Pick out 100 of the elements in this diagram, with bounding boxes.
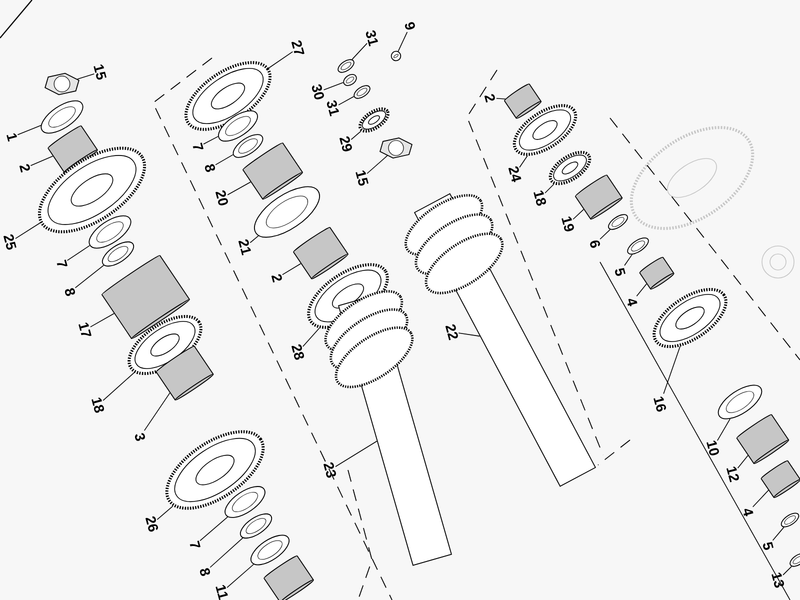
callout-number: 7 xyxy=(56,260,68,266)
bearing xyxy=(242,142,303,200)
bearing xyxy=(293,226,348,280)
callout-number: 2 xyxy=(484,94,495,102)
washer-ring xyxy=(40,100,84,134)
callout-number: 4 xyxy=(628,298,638,306)
callout-number: 2 xyxy=(19,164,30,172)
callout-number: 24 xyxy=(508,166,522,182)
leader-line xyxy=(350,130,362,140)
gear xyxy=(38,146,146,234)
callout-number: 5 xyxy=(763,542,774,550)
gear xyxy=(358,107,390,133)
washer-ring xyxy=(627,238,649,254)
leader-line xyxy=(226,564,254,588)
leader-line xyxy=(338,96,354,106)
callout-number: 3 xyxy=(135,433,145,441)
leader-line xyxy=(102,372,135,401)
callout-number: 11 xyxy=(216,584,228,600)
leader-line xyxy=(144,392,170,431)
leader-line xyxy=(30,156,54,166)
callout-number: 27 xyxy=(291,40,304,54)
callout-number: 2 xyxy=(271,274,282,282)
bearing xyxy=(639,256,674,290)
leader-line xyxy=(366,155,388,174)
leader-line xyxy=(458,332,480,337)
callout-number: 30 xyxy=(312,84,324,100)
callout-number: 18 xyxy=(534,190,546,206)
callout-number: 29 xyxy=(339,136,352,152)
leader-line xyxy=(600,229,611,240)
leader-line xyxy=(76,73,95,80)
washer-ring xyxy=(88,215,132,249)
leader-line xyxy=(323,82,344,90)
leader-line xyxy=(636,283,647,297)
leader-line xyxy=(302,328,320,347)
callout-number: 8 xyxy=(65,288,75,296)
leader-line xyxy=(210,538,244,568)
callout-number: 25 xyxy=(3,234,16,250)
washer-ring xyxy=(250,534,290,566)
nut xyxy=(44,72,80,96)
washer-ring xyxy=(343,74,357,86)
leader-line xyxy=(15,222,41,239)
callout-number: 18 xyxy=(92,398,104,413)
callout-number: 12 xyxy=(726,466,739,482)
callout-number: 31 xyxy=(366,30,378,46)
washer-ring xyxy=(354,85,370,99)
leader-line xyxy=(335,440,378,468)
callout-number: 19 xyxy=(562,216,574,232)
gear xyxy=(548,150,592,186)
leader-line xyxy=(716,418,731,441)
washer-ring xyxy=(218,110,258,142)
bearing xyxy=(760,460,800,498)
callout-number: 4 xyxy=(744,508,754,516)
leader-line xyxy=(90,313,114,328)
callout-number: 1 xyxy=(6,133,17,142)
callout-number: 22 xyxy=(445,324,458,340)
washer-ring xyxy=(102,241,134,267)
washer-ring xyxy=(718,384,762,420)
washer-ring xyxy=(608,214,628,230)
callout-number: 20 xyxy=(215,190,228,206)
leader-line xyxy=(156,506,174,520)
callout-number: 9 xyxy=(405,22,415,30)
leader-line xyxy=(624,254,633,266)
leader-line xyxy=(17,125,42,136)
leader-line xyxy=(782,566,792,576)
callout-number: 8 xyxy=(205,164,215,172)
leader-line xyxy=(352,42,368,60)
callout-number: 26 xyxy=(145,516,158,532)
leader-line xyxy=(496,98,506,100)
callout-number: 15 xyxy=(94,64,106,80)
leader-line xyxy=(215,154,234,166)
bearing xyxy=(101,255,190,340)
leader-line xyxy=(544,184,554,194)
bearing xyxy=(504,84,542,119)
washer-ring xyxy=(232,134,264,158)
leader-line xyxy=(200,516,228,542)
callout-number: 8 xyxy=(200,568,210,576)
washer-ring xyxy=(390,50,402,62)
washer-ring xyxy=(254,186,320,238)
callout-number: 10 xyxy=(706,440,719,456)
leader-line xyxy=(663,346,680,394)
callout-number: 7 xyxy=(190,540,200,548)
leader-line xyxy=(203,136,219,145)
leader-line xyxy=(282,263,302,276)
callout-number: 15 xyxy=(356,170,368,186)
callout-number: 31 xyxy=(327,100,339,116)
callout-number: 21 xyxy=(238,239,251,256)
leader-line xyxy=(772,526,784,541)
leader-line xyxy=(398,32,408,52)
callout-number: 16 xyxy=(654,396,666,412)
leader-line xyxy=(66,245,90,261)
callout-number: 7 xyxy=(192,142,204,150)
leader-line xyxy=(268,51,294,68)
gear xyxy=(652,288,728,348)
leader-line xyxy=(737,455,748,469)
washer-ring xyxy=(780,512,800,528)
callout-number: 17 xyxy=(78,322,92,336)
bearing xyxy=(264,555,314,600)
leader-line xyxy=(227,182,251,196)
bearing xyxy=(736,414,790,464)
callout-number: 28 xyxy=(291,344,304,360)
